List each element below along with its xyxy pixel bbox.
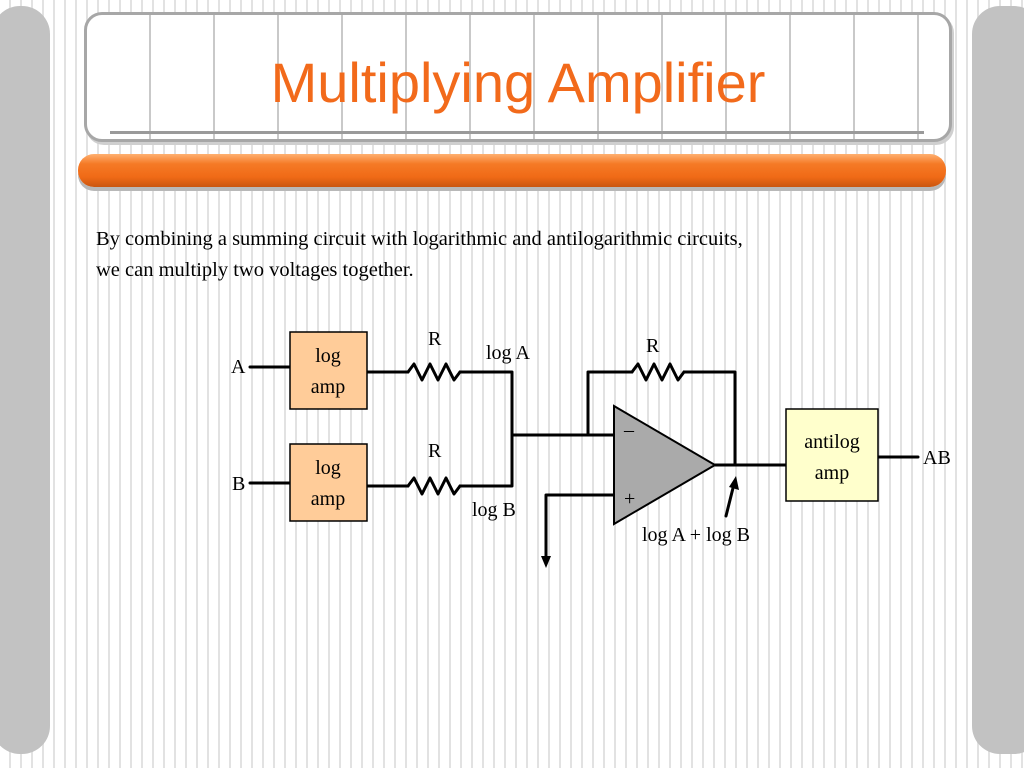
resistor-top (406, 362, 462, 382)
orange-divider-bar (78, 154, 946, 187)
sum-label: log A + log B (642, 524, 750, 546)
ground-wire (544, 493, 616, 562)
intro-text: By combining a summing circuit with loga… (96, 224, 936, 286)
antilog-amp-text-1: antilog (804, 431, 860, 453)
resistor-bottom (406, 476, 462, 496)
antilog-amp-box (785, 408, 879, 502)
title-frame (84, 12, 952, 142)
sum-annotation-arrowhead (729, 476, 739, 490)
intro-line-2: we can multiply two voltages together. (96, 259, 414, 281)
input-a-label: A (231, 356, 246, 378)
log-amp-top-text-2: amp (311, 376, 345, 398)
ground-arrowhead (541, 556, 551, 568)
feedback-wire-left (586, 370, 634, 437)
resistor-bottom-label: R (428, 440, 442, 462)
log-b-label: log B (472, 499, 516, 521)
wire-resistor-a-to-junction (458, 370, 514, 437)
left-side-pillar (0, 6, 50, 754)
wire-resistor-b-to-junction (458, 433, 514, 488)
op-amp-triangle (613, 404, 717, 526)
resistor-feedback (630, 362, 686, 382)
log-amp-bottom-text-1: log (315, 457, 341, 479)
feedback-wire-right (682, 370, 737, 467)
title-underline (110, 131, 924, 134)
log-amp-bottom-text-2: amp (311, 488, 345, 510)
input-b-label: B (232, 473, 245, 495)
intro-line-1: By combining a summing circuit with loga… (96, 228, 743, 250)
right-side-pillar (972, 6, 1024, 754)
non-inverting-input-sign: + (624, 488, 635, 510)
log-a-label: log A (486, 342, 530, 364)
log-amp-bottom-box (289, 443, 368, 522)
slide-title: Multiplying Amplifier (270, 51, 766, 114)
output-label: AB (923, 447, 951, 469)
antilog-amp-text-2: amp (815, 462, 849, 484)
inverting-input-sign: – (623, 419, 635, 441)
resistor-feedback-label: R (646, 335, 660, 357)
log-amp-top-text-1: log (315, 345, 341, 367)
sum-annotation-arrow-line (724, 482, 736, 518)
log-amp-top-box (289, 331, 368, 410)
resistor-top-label: R (428, 328, 442, 350)
